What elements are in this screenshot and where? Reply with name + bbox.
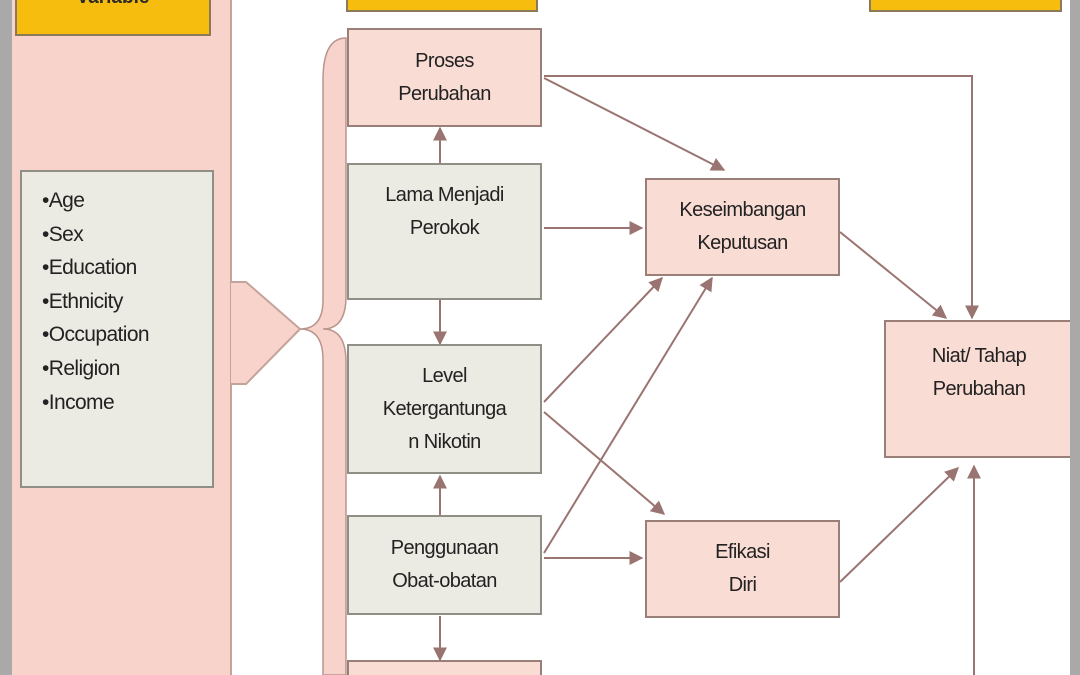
demographic-item-ethnicity: •Ethnicity [42, 289, 123, 313]
header-variable: Variable [15, 0, 211, 36]
demographic-item-religion: •Religion [42, 356, 120, 380]
node-lama-menjadi-perokok: Lama Menjadi Perokok [347, 163, 542, 300]
arrow-level-to-keseimbangan [543, 276, 663, 403]
node-bottom-cropped [347, 660, 542, 675]
arrow-efikasi-to-niat [839, 467, 960, 583]
node-efikasi-diri: Efikasi Diri [645, 520, 840, 618]
node-niat-tahap-perubahan: Niat/ Tahap Perubahan [884, 320, 1070, 458]
band-chevron-arrow [231, 281, 302, 385]
node-lama-label: Lama Menjadi Perokok [385, 184, 504, 239]
grouping-brace [299, 37, 347, 675]
node-keseimbangan-keputusan: Keseimbangan Keputusan [645, 178, 840, 276]
node-level-ketergantungan: Level Ketergantunga n Nikotin [347, 344, 542, 474]
demographic-item-income: •Income [42, 390, 115, 414]
node-proses-perubahan: Proses Perubahan [347, 28, 542, 127]
demographic-item-education: •Education [42, 256, 137, 280]
node-penggunaan-obat: Penggunaan Obat-obatan [347, 515, 542, 615]
node-keseimbangan-label: Keseimbangan Keputusan [679, 199, 806, 254]
arrow-level-to-efikasi [543, 411, 666, 515]
node-level-label: Level Ketergantunga n Nikotin [382, 364, 507, 453]
demographic-item-age: •Age [42, 189, 85, 212]
demographics-box: •Age •Sex •Education •Ethnicity •Occupat… [20, 170, 214, 488]
arrow-keseimbangan-to-niat [839, 231, 948, 319]
node-efikasi-label: Efikasi Diri [715, 541, 770, 596]
header-variable-label: Variable [77, 0, 150, 8]
connector-layer [231, 37, 981, 675]
demographic-item-occupation: •Occupation [42, 323, 150, 347]
arrow-proses-to-keseimbangan [543, 77, 726, 171]
arrow-proses-to-niat [544, 75, 979, 320]
node-niat-label: Niat/ Tahap Perubahan [931, 345, 1027, 400]
header-right [869, 0, 1062, 12]
demographic-item-sex: •Sex [42, 222, 84, 246]
arrow-penggunaan-to-keseimbangan [543, 276, 713, 554]
header-middle [346, 0, 538, 12]
node-proses-label: Proses Perubahan [398, 49, 491, 105]
diagram-canvas: Variable [12, 0, 1070, 675]
node-penggunaan-label: Penggunaan Obat-obatan [390, 537, 499, 592]
